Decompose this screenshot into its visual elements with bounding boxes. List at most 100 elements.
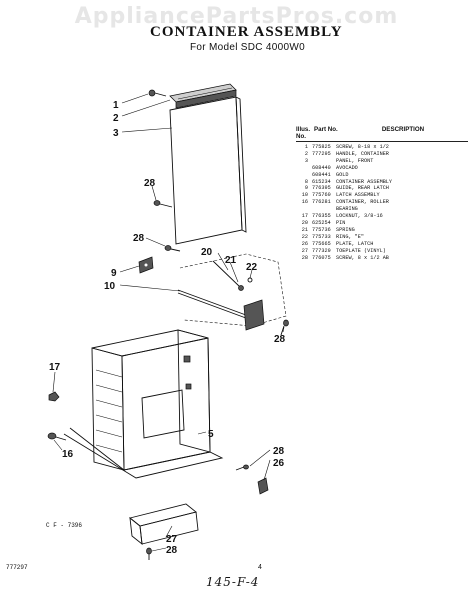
part-no-cell: 775825	[312, 144, 331, 150]
illus-no-cell: 27	[301, 247, 308, 254]
callout-28-mid: 28	[133, 233, 145, 244]
callout-28-latch: 28	[273, 446, 285, 457]
header-illus-no: Illus. No.	[296, 126, 311, 140]
drawing-code: C F - 7396	[46, 522, 83, 529]
description-cell: LATCH ASSEMBLY	[336, 192, 380, 199]
table-row: 22 775733 RING, "E"	[296, 234, 468, 241]
part-no-cell: 615234	[312, 178, 331, 185]
part-no-cell	[312, 206, 336, 213]
part-no-cell: 777329	[312, 247, 331, 254]
callout-20: 20	[201, 247, 213, 258]
description-cell: AVOCADO	[336, 164, 358, 171]
description-cell: CONTAINER, ROLLER	[336, 199, 389, 206]
part-no-cell: 777295	[312, 150, 331, 157]
description-cell: HANDLE, CONTAINER	[336, 150, 389, 157]
rear-latch-guide	[138, 256, 154, 274]
illus-no-cell: 28	[301, 254, 308, 261]
callout-28-upper: 28	[144, 178, 156, 189]
screw-28-upper	[153, 200, 173, 208]
illus-no-cell: 3	[304, 157, 308, 164]
description-cell: CONTAINER ASSEMBLY	[336, 178, 393, 185]
illus-no-cell: 1	[304, 144, 308, 150]
table-row: 26 775665 PLATE, LATCH	[296, 241, 468, 248]
description-cell: LOCKNUT, 3/8-16	[336, 213, 383, 220]
model-subtitle: For Model SDC 4000W0	[190, 42, 305, 53]
illus-no-cell: 17	[301, 213, 308, 220]
illus-no-cell: 2	[304, 150, 308, 157]
header-rule	[296, 141, 468, 142]
callout-22: 22	[246, 262, 258, 273]
description-cell: RING, "E"	[336, 233, 365, 240]
toeplate	[129, 503, 199, 546]
illus-no-cell: 21	[301, 226, 308, 233]
illus-no-cell	[296, 206, 312, 213]
part-no-cell: 776395	[312, 185, 331, 192]
part-no-cell: 776281	[312, 199, 331, 206]
screw-28-right	[280, 319, 289, 336]
description-cell: TOEPLATE (VINYL)	[336, 247, 386, 254]
callout-16: 16	[62, 449, 74, 460]
latch-assembly	[177, 253, 287, 331]
header-description: DESCRIPTION	[381, 126, 425, 133]
part-no-cell: 775665	[312, 240, 331, 247]
illus-no-cell: 20	[301, 219, 308, 226]
container-body	[63, 329, 224, 479]
description-cell: SCREW, 8-18 x 1/2	[336, 144, 389, 150]
part-no-cell: 775733	[312, 233, 331, 240]
front-panel	[169, 96, 247, 245]
callout-9: 9	[111, 268, 117, 279]
part-no-cell: 775736	[312, 226, 331, 233]
latch-plate-26	[257, 477, 269, 495]
table-row: 16 776281 CONTAINER, ROLLER	[296, 199, 468, 206]
table-row: 3 PANEL, FRONT	[296, 158, 468, 165]
page-number: 4	[258, 564, 262, 571]
callout-1: 1	[113, 100, 119, 111]
callout-17: 17	[49, 362, 61, 373]
illus-no-cell: 16	[301, 199, 308, 206]
callout-21: 21	[225, 255, 237, 266]
description-cell: SPRING	[336, 226, 355, 233]
description-cell: GOLD	[336, 171, 349, 178]
roller-bearing-16	[47, 432, 67, 441]
screw-28-latch	[235, 464, 249, 471]
part-no-cell: 775760	[312, 192, 331, 199]
table-row: 10 775760 LATCH ASSEMBLY	[296, 192, 468, 199]
description-cell: GUIDE, REAR LATCH	[336, 185, 389, 192]
part-no-cell: 625254	[312, 219, 331, 226]
callout-26: 26	[273, 458, 285, 469]
locknut-17	[48, 391, 60, 402]
callout-2: 2	[113, 113, 119, 124]
screw-1	[148, 89, 167, 97]
description-cell: PANEL, FRONT	[336, 157, 374, 164]
illus-no-cell: 8	[304, 178, 308, 185]
part-no-cell: 776355	[312, 213, 331, 220]
container-handle	[169, 83, 237, 109]
callout-27: 27	[166, 534, 178, 545]
illus-no-cell: 26	[301, 240, 308, 247]
callout-5: 5	[208, 429, 214, 440]
parts-list-rows: 1 775825 SCREW, 8-18 x 1/2 2 777295 HANDLE, C…	[296, 144, 468, 261]
description-cell: PLATE, LATCH	[336, 240, 374, 247]
table-row: 21 775736 SPRING	[296, 227, 468, 234]
leader-lines	[52, 93, 285, 552]
parts-list-header: Illus. No. Part No. DESCRIPTION	[296, 126, 468, 140]
illus-no-cell: 10	[301, 192, 308, 199]
part-no-cell: 776075	[312, 254, 331, 261]
table-row: 1 775825 SCREW, 8-18 x 1/2	[296, 144, 468, 151]
table-row: 17 776355 LOCKNUT, 3/8-16	[296, 213, 468, 220]
footer-code: 777297	[6, 564, 28, 571]
part-no-cell	[312, 158, 336, 165]
illus-no-cell: 22	[301, 233, 308, 240]
watermark: AppliancePartsPros.com	[74, 4, 399, 29]
page-title: CONTAINER ASSEMBLY	[150, 24, 343, 40]
callout-28-right: 28	[274, 334, 286, 345]
table-row: 2 777295 HANDLE, CONTAINER	[296, 151, 468, 158]
